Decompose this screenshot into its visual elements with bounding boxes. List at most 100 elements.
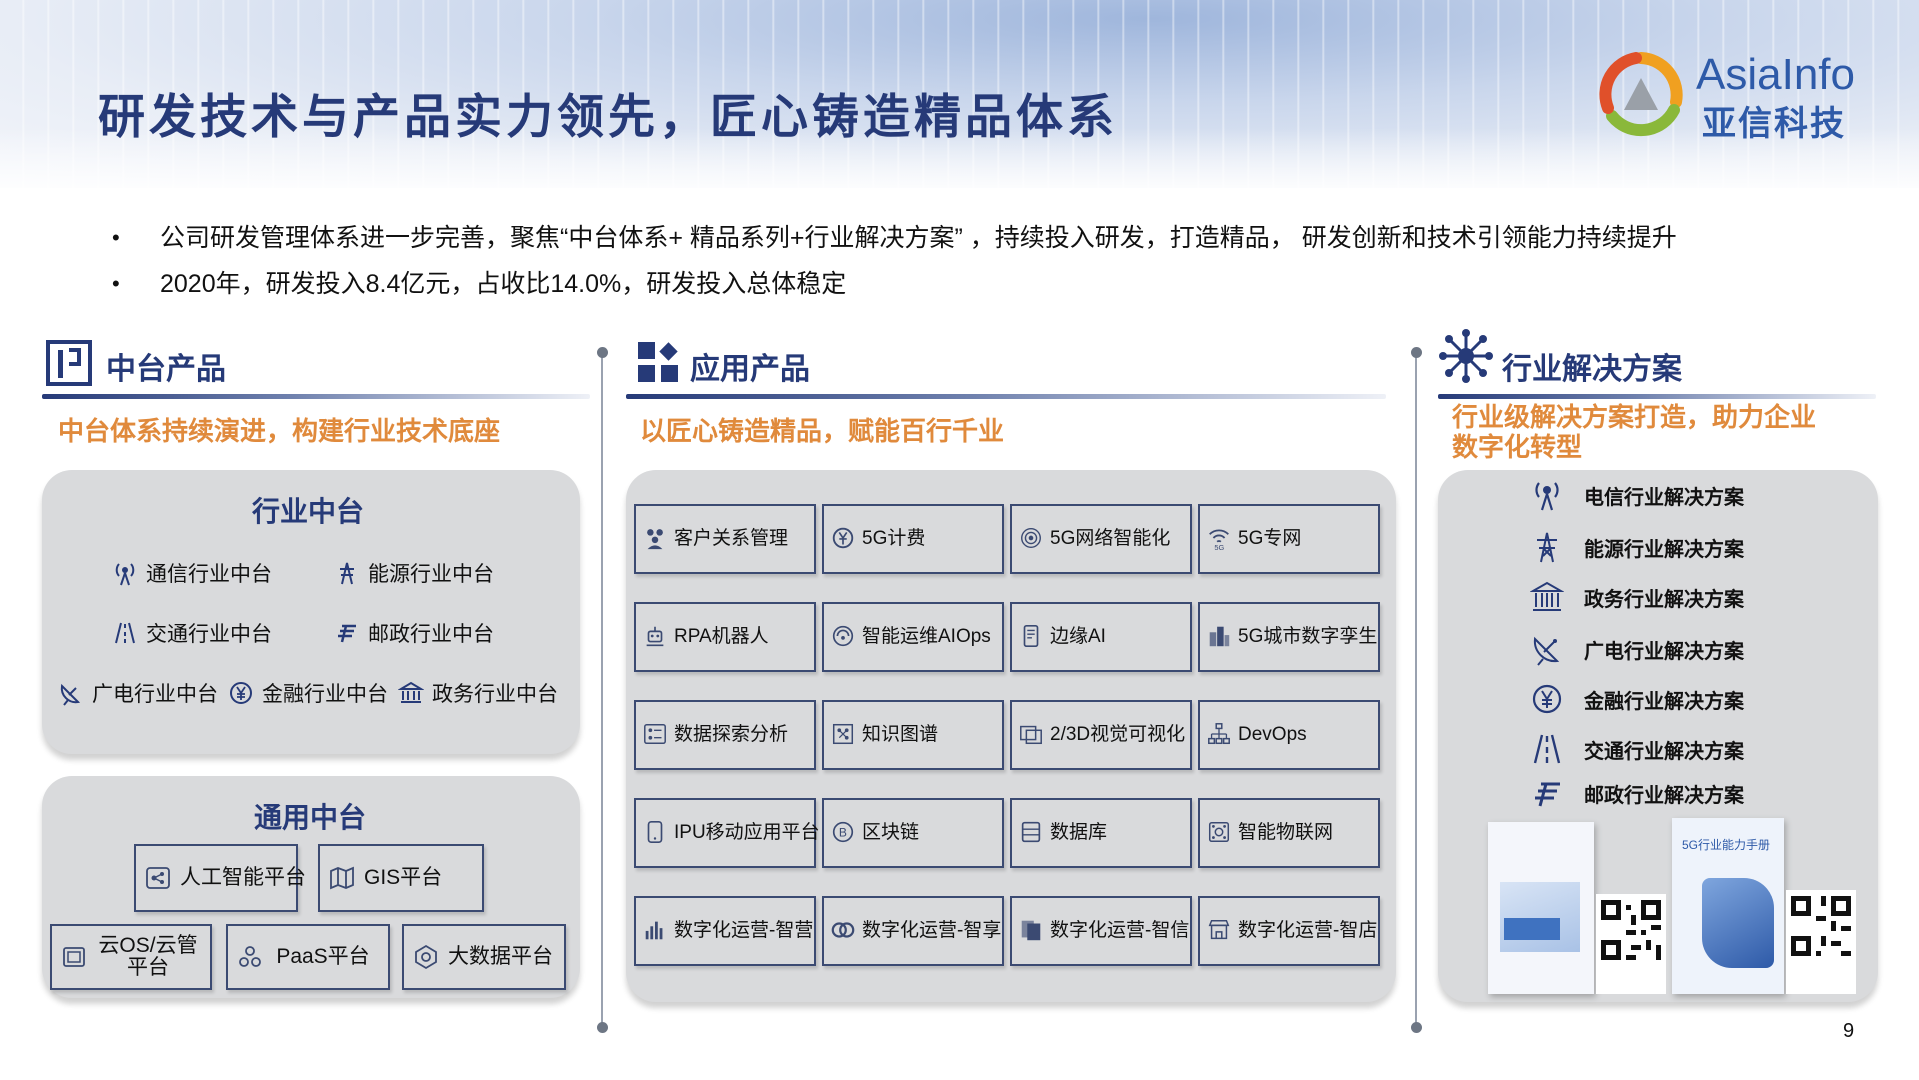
box-label: 人工智能平台	[180, 866, 306, 889]
platform-box[interactable]: PaaS平台	[226, 924, 390, 990]
city-icon	[1206, 623, 1234, 651]
industry-platform-panel: 行业中台 通信行业中台 能源行业中台 交通行业中台 邮政行业中台 广电行业中台 …	[42, 470, 580, 754]
app-product-box[interactable]: 2/3D视觉可视化	[1010, 700, 1192, 770]
app-product-box[interactable]: 数字化运营-智信	[1010, 896, 1192, 966]
solution-item[interactable]: 广电行业解决方案	[1530, 632, 1744, 666]
power-tower-icon	[1530, 530, 1564, 564]
solution-item[interactable]: 金融行业解决方案	[1530, 682, 1744, 716]
platform-box[interactable]: 大数据平台	[402, 924, 566, 990]
app-product-box[interactable]: RPA机器人	[634, 602, 816, 672]
industry-item[interactable]: 邮政行业中台	[334, 618, 494, 648]
solution-label: 金融行业解决方案	[1584, 690, 1744, 713]
network-ai-icon	[1018, 525, 1046, 553]
bullet-item: 2020年，研发投入8.4亿元，占收比14.0%，研发投入总体稳定	[112, 264, 1677, 310]
app-product-box[interactable]: 数据库	[1010, 798, 1192, 868]
solution-item[interactable]: 交通行业解决方案	[1530, 732, 1744, 766]
app-product-box[interactable]: DevOps	[1198, 700, 1380, 770]
app-product-box[interactable]: 5G网络智能化	[1010, 504, 1192, 574]
subtitle-line: 行业级解决方案打造，助力企业	[1452, 402, 1817, 432]
app-product-box[interactable]: 边缘AI	[1010, 602, 1192, 672]
solution-label: 邮政行业解决方案	[1584, 784, 1744, 807]
box-label: 数据库	[1050, 822, 1108, 843]
box-label: 5G专网	[1238, 528, 1302, 549]
svg-text:B: B	[839, 826, 847, 840]
app-product-box[interactable]: 客户关系管理	[634, 504, 816, 574]
robot-icon	[642, 623, 670, 651]
app-product-box[interactable]: 数字化运营-智店	[1198, 896, 1380, 966]
platform-icon	[46, 340, 92, 386]
app-product-box[interactable]: 5G计费	[822, 504, 1004, 574]
asiainfo-logo: AsiaInfo 亚信科技	[1598, 50, 1858, 146]
platform-box[interactable]: 云OS/云管平台	[50, 924, 212, 990]
box-label: 数据探索分析	[674, 724, 789, 745]
app-product-box[interactable]: 知识图谱	[822, 700, 1004, 770]
solution-item[interactable]: 电信行业解决方案	[1530, 478, 1744, 512]
cloud-os-icon	[60, 943, 88, 971]
app-product-box[interactable]: 5G城市数字孪生	[1198, 602, 1380, 672]
platform-box[interactable]: GIS平台	[318, 844, 484, 912]
app-product-box[interactable]: 数据探索分析	[634, 700, 816, 770]
solution-item[interactable]: 能源行业解决方案	[1530, 530, 1744, 564]
box-label: 云OS/云管平台	[96, 935, 200, 979]
network-hub-icon	[1439, 329, 1493, 383]
share-icon	[830, 917, 858, 945]
section-subtitle: 以匠心铸造精品，赋能百行千业	[640, 416, 1005, 446]
section-underline	[1438, 394, 1876, 399]
logo-text-en: AsiaInfo	[1696, 50, 1855, 99]
brochure-image: 5G行业能力手册	[1672, 818, 1784, 994]
bigdata-icon	[412, 943, 440, 971]
subtitle-line: 数字化转型	[1452, 432, 1583, 462]
industry-item[interactable]: 能源行业中台	[334, 558, 494, 588]
item-label: 邮政行业中台	[368, 623, 494, 646]
industry-item[interactable]: 政务行业中台	[398, 678, 558, 708]
box-label-line: 平台	[127, 956, 169, 979]
app-product-box[interactable]: 智能物联网	[1198, 798, 1380, 868]
box-label: RPA机器人	[674, 626, 769, 647]
section-title: 中台产品	[106, 353, 226, 386]
data-analysis-icon	[642, 721, 670, 749]
app-product-box[interactable]: 数字化运营-智享	[822, 896, 1004, 966]
industry-item[interactable]: 广电行业中台	[58, 678, 218, 708]
app-product-box[interactable]: 智能运维AIOps	[822, 602, 1004, 672]
box-label: IPU移动应用平台	[674, 822, 820, 843]
box-label: 知识图谱	[862, 724, 939, 745]
knowledge-graph-icon	[830, 721, 858, 749]
panel-title: 通用中台	[254, 802, 367, 833]
box-label: PaaS平台	[276, 945, 370, 968]
satellite-dish-icon	[1530, 632, 1564, 666]
panel-title: 行业中台	[252, 496, 365, 527]
industry-item[interactable]: 交通行业中台	[112, 618, 272, 648]
item-label: 交通行业中台	[146, 623, 272, 646]
item-label: 广电行业中台	[92, 683, 218, 706]
divider-dot	[1411, 347, 1422, 358]
page-title: 研发技术与产品实力领先，匠心铸造精品体系	[98, 90, 1118, 143]
government-icon	[1530, 580, 1564, 614]
app-product-box[interactable]: IPU移动应用平台	[634, 798, 820, 868]
item-label: 能源行业中台	[368, 563, 494, 586]
paas-icon	[236, 943, 264, 971]
industry-item[interactable]: 通信行业中台	[112, 558, 272, 588]
section-subtitle: 中台体系持续演进，构建行业技术底座	[58, 416, 501, 446]
box-label-line: 云OS/云管	[98, 934, 198, 957]
section-subtitle: 行业级解决方案打造，助力企业 数字化转型	[1452, 402, 1872, 462]
bullet-list: 公司研发管理体系进一步完善，聚焦“中台体系+ 精品系列+行业解决方案” ，持续投…	[112, 218, 1677, 310]
section-underline	[626, 394, 1386, 399]
industry-item[interactable]: 金融行业中台	[228, 678, 388, 708]
crm-icon	[642, 525, 670, 553]
column-divider	[601, 352, 603, 1028]
brochure-image	[1488, 822, 1594, 994]
app-product-box[interactable]: 数字化运营-智营	[634, 896, 816, 966]
solution-item[interactable]: 邮政行业解决方案	[1530, 776, 1744, 810]
general-platform-panel: 通用中台 人工智能平台 GIS平台 云OS/云管平台 PaaS平台 大数据平台	[42, 776, 580, 998]
platform-box[interactable]: 人工智能平台	[134, 844, 306, 912]
box-label: 数字化运营-智享	[862, 920, 1002, 941]
visualization-icon	[1018, 721, 1046, 749]
billing-icon	[830, 525, 858, 553]
database-icon	[1018, 819, 1046, 847]
aiops-icon	[830, 623, 858, 651]
satellite-dish-icon	[58, 680, 84, 706]
solution-item[interactable]: 政务行业解决方案	[1530, 580, 1744, 614]
